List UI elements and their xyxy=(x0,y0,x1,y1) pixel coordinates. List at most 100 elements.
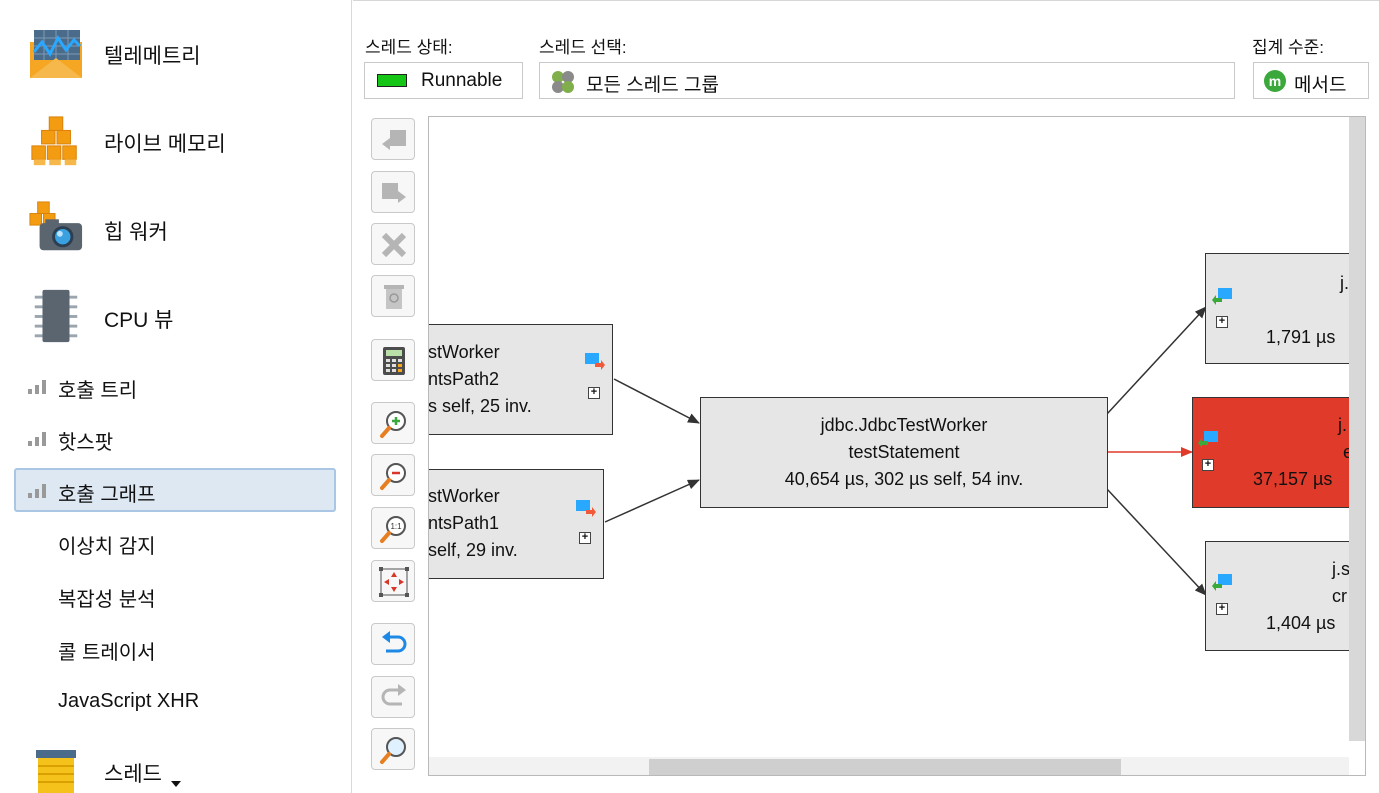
delete-button[interactable] xyxy=(371,223,415,265)
node-class-name: j. xyxy=(1338,415,1347,435)
sidebar-item-label: 라이브 메모리 xyxy=(104,133,226,156)
main-panel: 스레드 상태: Runnable 스레드 선택: 모든 스레드 그룹 집계 수준… xyxy=(353,0,1379,793)
node-timing: s self, 25 inv. xyxy=(428,396,532,416)
zoom-in-button[interactable] xyxy=(371,402,415,444)
thread-select-combo[interactable]: 모든 스레드 그룹 xyxy=(539,62,1235,99)
node-timing: self, 29 inv. xyxy=(428,540,518,560)
forward-button[interactable] xyxy=(371,171,415,213)
expand-node-button[interactable]: + xyxy=(1216,603,1228,615)
horizontal-scrollbar[interactable] xyxy=(429,757,1349,775)
expand-node-button[interactable]: + xyxy=(579,532,591,544)
edge-left-bottom-to-center xyxy=(604,479,700,523)
sidebar-item-label: 힙 워커 xyxy=(104,221,168,244)
expand-node-button[interactable]: + xyxy=(588,387,600,399)
node-class-name: stWorker xyxy=(428,486,500,506)
delete-icon xyxy=(381,232,407,258)
svg-text:1:1: 1:1 xyxy=(390,522,402,531)
sidebar-item-call-tree[interactable]: 호출 트리 xyxy=(14,364,336,408)
incoming-calls-icon xyxy=(1198,431,1218,448)
sidebar-item-call-graph[interactable]: 호출 그래프 xyxy=(14,468,336,512)
live-memory-icon xyxy=(31,116,77,166)
find-button[interactable] xyxy=(371,728,415,770)
sidebar-item-label: CPU 뷰 xyxy=(104,309,174,332)
redo-icon xyxy=(381,684,406,706)
calculator-button[interactable] xyxy=(371,339,415,381)
edge-center-to-right-bottom xyxy=(1106,488,1207,596)
find-icon xyxy=(380,737,406,764)
thread-state-value: Runnable xyxy=(421,70,503,91)
thread-select-label: 스레드 선택: xyxy=(539,38,627,57)
sidebar-item-hot-spots[interactable]: 핫스팟 xyxy=(14,416,336,460)
edge-center-to-right-top xyxy=(1106,306,1207,415)
sidebar-item-call-tracer[interactable]: 콜 트레이서 xyxy=(14,626,336,670)
sidebar-item-javascript-xhr[interactable]: JavaScript XHR xyxy=(14,680,336,724)
node-method-name: e xyxy=(1343,442,1354,462)
sidebar-item-label: 텔레메트리 xyxy=(104,45,201,68)
bar-chart-icon xyxy=(28,432,46,446)
zoom-actual-icon: 1:1 xyxy=(380,516,406,543)
zoom-in-icon xyxy=(380,411,406,438)
sidebar-item-label: 복잡성 분석 xyxy=(58,589,156,611)
undo-button[interactable] xyxy=(371,623,415,665)
horizontal-scrollbar-thumb[interactable] xyxy=(649,759,1121,775)
thread-group-icon xyxy=(552,71,574,93)
sidebar-item-outlier-detection[interactable]: 이상치 감지 xyxy=(14,520,336,564)
sidebar-item-heap-walker[interactable]: 힙 워커 xyxy=(0,190,352,270)
sidebar-item-telemetry[interactable]: 텔레메트리 xyxy=(0,14,352,94)
node-class-name: j. xyxy=(1340,273,1349,293)
svg-text:m: m xyxy=(1269,73,1281,89)
fit-content-icon xyxy=(379,567,409,597)
thread-select-value: 모든 스레드 그룹 xyxy=(586,75,719,96)
sidebar-item-label: 스레드 xyxy=(104,763,162,786)
thread-state-select[interactable]: Runnable xyxy=(364,62,523,99)
sidebar-item-complexity-analysis[interactable]: 복잡성 분석 xyxy=(14,573,336,617)
redo-button[interactable] xyxy=(371,676,415,718)
node-timing: 40,654 µs, 302 µs self, 54 inv. xyxy=(784,469,1024,489)
node-method-name: testStatement xyxy=(848,442,960,462)
sidebar-item-label: 호출 트리 xyxy=(58,380,138,402)
expand-node-button[interactable]: + xyxy=(1216,316,1228,328)
sidebar-item-label: 호출 그래프 xyxy=(58,484,156,506)
graph-node-right-top[interactable]: + j. 1,791 µs xyxy=(1205,253,1365,364)
graph-node-right-bottom[interactable]: + j.s cr 1,404 µs xyxy=(1205,541,1365,651)
threads-icon xyxy=(36,750,76,793)
bar-chart-icon xyxy=(28,484,46,498)
cpu-views-icon xyxy=(34,289,78,343)
zoom-out-icon xyxy=(380,463,406,490)
trash-icon xyxy=(384,285,404,309)
forward-icon xyxy=(382,183,406,203)
sidebar-item-cpu-views[interactable]: CPU 뷰 xyxy=(0,278,352,358)
aggregation-level-select[interactable]: m 메서드 xyxy=(1253,62,1369,99)
outgoing-calls-icon xyxy=(585,353,605,370)
remove-all-button[interactable] xyxy=(371,275,415,317)
node-timing: 1,404 µs xyxy=(1266,613,1336,633)
incoming-calls-icon xyxy=(1212,574,1232,591)
zoom-actual-size-button[interactable]: 1:1 xyxy=(371,507,415,549)
expand-node-button[interactable]: + xyxy=(1202,459,1214,471)
graph-node-left-bottom[interactable]: stWorker ntsPath1 self, 29 inv. + xyxy=(428,469,604,579)
sidebar: 텔레메트리 라이브 메모리 힙 워커 xyxy=(0,0,352,793)
node-timing: 1,791 µs xyxy=(1266,327,1336,347)
call-graph-canvas[interactable]: stWorker ntsPath2 s self, 25 inv. + stWo… xyxy=(428,116,1366,776)
graph-node-center[interactable]: jdbc.JdbcTestWorker testStatement 40,654… xyxy=(700,397,1108,508)
scroll-down-icon[interactable] xyxy=(171,781,181,787)
sidebar-item-threads[interactable]: 스레드 xyxy=(0,740,352,793)
graph-node-left-top[interactable]: stWorker ntsPath2 s self, 25 inv. + xyxy=(428,324,613,435)
sidebar-item-label: 콜 트레이서 xyxy=(58,642,156,664)
sidebar-item-live-memory[interactable]: 라이브 메모리 xyxy=(0,102,352,182)
aggregation-level-value: 메서드 xyxy=(1294,75,1347,96)
node-class-name: j.s xyxy=(1332,559,1350,579)
graph-node-right-hot[interactable]: + j. e 37,157 µs xyxy=(1192,397,1362,508)
zoom-out-button[interactable] xyxy=(371,454,415,496)
node-class-name: stWorker xyxy=(428,342,500,362)
node-method-name: cr xyxy=(1332,586,1347,606)
incoming-calls-icon xyxy=(1212,288,1232,305)
method-icon: m xyxy=(1264,70,1286,92)
graph-edges xyxy=(604,306,1207,596)
back-button[interactable] xyxy=(371,118,415,160)
vertical-scrollbar[interactable] xyxy=(1349,117,1365,741)
fit-content-button[interactable] xyxy=(371,560,415,602)
back-icon xyxy=(382,130,406,150)
bar-chart-icon xyxy=(28,380,46,394)
aggregation-level-label: 집계 수준: xyxy=(1252,38,1325,57)
